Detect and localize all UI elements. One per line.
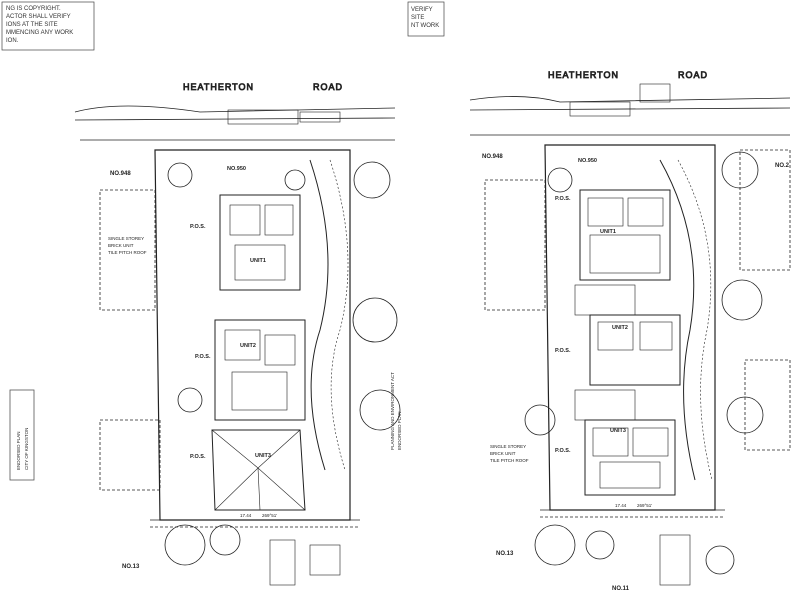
right-side-text-1: SINGLE STOREY	[490, 444, 526, 449]
right-plan-labels: NO.948 NO.13 NO.11 NO.2 NO.950 UNIT1 UNI…	[482, 154, 790, 592]
right-unit1-label: UNIT1	[600, 229, 616, 235]
verify-line-1: VERIFY	[411, 7, 433, 13]
verify-line-3: NT WORK	[411, 23, 439, 29]
left-road-name: HEATHERTON	[183, 82, 254, 92]
left-plan-labels: NO.948 NO.13 NO.950 UNIT1 UNIT2 UNIT3 P.…	[108, 166, 402, 570]
left-pos-3: P.O.S.	[190, 454, 206, 460]
left-rotated-caption-2: ENDORSED PLAN	[397, 411, 402, 450]
right-road-name: HEATHERTON	[548, 70, 619, 80]
left-unit3-label: UNIT3	[255, 453, 271, 459]
verify-note: VERIFY SITE NT WORK	[407, 1, 445, 37]
left-site-plan: HEATHERTON ROAD	[74, 82, 401, 586]
right-unit3-label: UNIT3	[610, 428, 626, 434]
left-unit2-label: UNIT2	[240, 343, 256, 349]
right-site-no: NO.950	[578, 158, 597, 164]
right-side-text-3: TILE PITCH ROOF	[490, 458, 529, 463]
right-neighbor-top-right: NO.2	[775, 163, 790, 169]
left-pos-1: P.O.S.	[190, 224, 206, 230]
left-side-text-3: TILE PITCH ROOF	[108, 250, 147, 255]
note-line-5: ION.	[6, 38, 19, 44]
left-road-type: ROAD	[313, 82, 343, 92]
right-side-text-2: BRICK UNIT	[490, 451, 516, 456]
verify-line-2: SITE	[411, 15, 424, 21]
note-line-1: NG IS COPYRIGHT.	[6, 6, 61, 12]
stamp-line-1: ENDORSED PLAN	[16, 431, 21, 470]
left-frontage: 17.44	[240, 513, 252, 518]
note-line-3: IONS AT THE SITE	[6, 22, 58, 28]
left-bearing: 269°51'	[262, 513, 277, 518]
left-side-text-2: BRICK UNIT	[108, 243, 134, 248]
left-pos-2: P.O.S.	[195, 354, 211, 360]
right-neighbor-bottom-left: NO.13	[496, 551, 514, 557]
note-line-2: ACTOR SHALL VERIFY	[6, 14, 71, 20]
right-pos-1: P.O.S.	[555, 196, 571, 202]
right-pos-2: P.O.S.	[555, 348, 571, 354]
left-unit1-label: UNIT1	[250, 258, 266, 264]
right-frontage: 17.44	[615, 503, 627, 508]
right-pos-3: P.O.S.	[555, 448, 571, 454]
left-side-text-1: SINGLE STOREY	[108, 236, 144, 241]
stamp-line-2: CITY OF KINGSTON	[24, 428, 29, 470]
note-line-4: MMENCING ANY WORK	[6, 30, 73, 36]
right-bearing: 269°51'	[637, 503, 652, 508]
endorsed-plan-stamp: ENDORSED PLAN CITY OF KINGSTON	[9, 389, 35, 481]
right-site-plan: HEATHERTON ROAD	[469, 70, 791, 586]
left-neighbor-bottom: NO.13	[122, 564, 140, 570]
left-rotated-caption-1: PLANNING AND ENVIRONMENT ACT	[390, 372, 395, 450]
right-unit2-label: UNIT2	[612, 325, 628, 331]
copyright-note: NG IS COPYRIGHT. ACTOR SHALL VERIFY IONS…	[1, 1, 95, 51]
right-neighbor-top-left: NO.948	[482, 154, 503, 160]
left-neighbor-top: NO.948	[110, 171, 131, 177]
left-site-no: NO.950	[227, 166, 246, 172]
right-road-type: ROAD	[678, 70, 708, 80]
right-neighbor-bottom-right: NO.11	[612, 586, 630, 592]
